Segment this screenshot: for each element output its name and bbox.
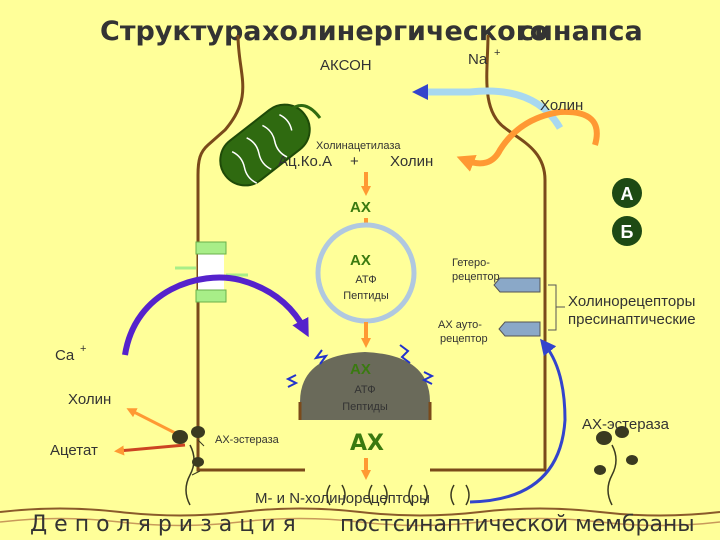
title-synapse: синапса xyxy=(518,16,643,47)
peptides-label-2: Пептиды xyxy=(342,401,388,413)
acetate-label: Ацетат xyxy=(50,442,98,459)
calcium-influx-arrow xyxy=(122,274,309,356)
ach-cleft-label: АХ xyxy=(350,431,384,456)
ach-label-1: АХ xyxy=(350,199,371,216)
ach-label-3: АХ xyxy=(350,361,371,378)
axon-membrane xyxy=(196,34,547,472)
ca-superscript: + xyxy=(80,343,86,355)
peptides-label-1: Пептиды xyxy=(343,290,389,302)
exocytosis-vesicle xyxy=(300,352,430,420)
axon-label: АКСОН xyxy=(320,57,372,74)
presynaptic-receptors-label-1: Холинорецепторы xyxy=(568,293,695,310)
choline-orange-arrow xyxy=(456,108,600,172)
cholinacetylase-label: Холинацетилаза xyxy=(316,140,401,152)
badge-b xyxy=(612,216,642,246)
postsynaptic-membrane-inner xyxy=(0,517,720,527)
ach-release-squiggle-4 xyxy=(421,371,435,385)
presynaptic-receptors-label-2: пресинаптические xyxy=(568,311,696,328)
mitochondrion xyxy=(219,103,311,187)
autoreceptor-label-1: АХ ауто- xyxy=(438,319,482,331)
depolarization-label: Д е п о л я р и з а ц и я xyxy=(30,512,296,537)
choline-reuptake-arrow xyxy=(412,84,564,130)
choline-mid-label: Холин xyxy=(390,153,433,170)
ach-label-2: АХ xyxy=(350,252,371,269)
feedback-arrow xyxy=(469,338,567,504)
na-superscript: + xyxy=(494,47,500,59)
plus-sign: + xyxy=(350,153,359,170)
ca-label: Ca xyxy=(55,347,75,364)
heteroreceptor-label-1: Гетеро- xyxy=(452,257,490,269)
heteroreceptor-label-2: рецептор xyxy=(452,271,500,283)
ache-enzyme-left xyxy=(172,426,205,506)
presynaptic-receptors-bracket xyxy=(548,284,565,331)
ach-release-squiggle-1 xyxy=(313,349,329,365)
postsynaptic-membrane xyxy=(0,507,720,517)
synaptic-vesicle xyxy=(315,222,417,324)
calcium-channel xyxy=(175,241,248,303)
heteroreceptor xyxy=(493,277,541,293)
badge-a xyxy=(612,178,642,208)
postsynaptic-membrane-label: постсинаптической мембраны xyxy=(340,512,695,537)
atp-supply-arrow xyxy=(289,104,322,119)
receptors-label: М- и N-холинорецепторы xyxy=(255,490,430,507)
acetate-out-arrow xyxy=(114,443,186,456)
ache-left-label: АХ-эстераза xyxy=(215,434,280,446)
na-label: Na xyxy=(468,51,488,68)
title-structure: Структура xyxy=(100,16,262,47)
autoreceptor xyxy=(498,321,541,337)
acetyl-coa-label: Ац.Ко.А xyxy=(278,153,332,170)
badge-a-text: А xyxy=(621,184,634,204)
atp-label-2: АТФ xyxy=(354,384,375,396)
title-cholinergic: холинергического xyxy=(262,16,548,47)
ach-release-squiggle-2 xyxy=(399,344,411,364)
ache-right-label: АХ-эстераза xyxy=(582,416,670,433)
exocytosis-opening xyxy=(298,402,432,420)
choline-left-label: Холин xyxy=(68,391,111,408)
badge-b-text: Б xyxy=(621,222,634,242)
choline-top-label: Холин xyxy=(540,97,583,114)
autoreceptor-label-2: рецептор xyxy=(440,333,488,345)
ach-release-squiggle-3 xyxy=(285,374,299,388)
ache-enzyme-right xyxy=(594,426,638,506)
postsynaptic-receptor-stalks xyxy=(326,484,470,506)
atp-label-1: АТФ xyxy=(355,274,376,286)
